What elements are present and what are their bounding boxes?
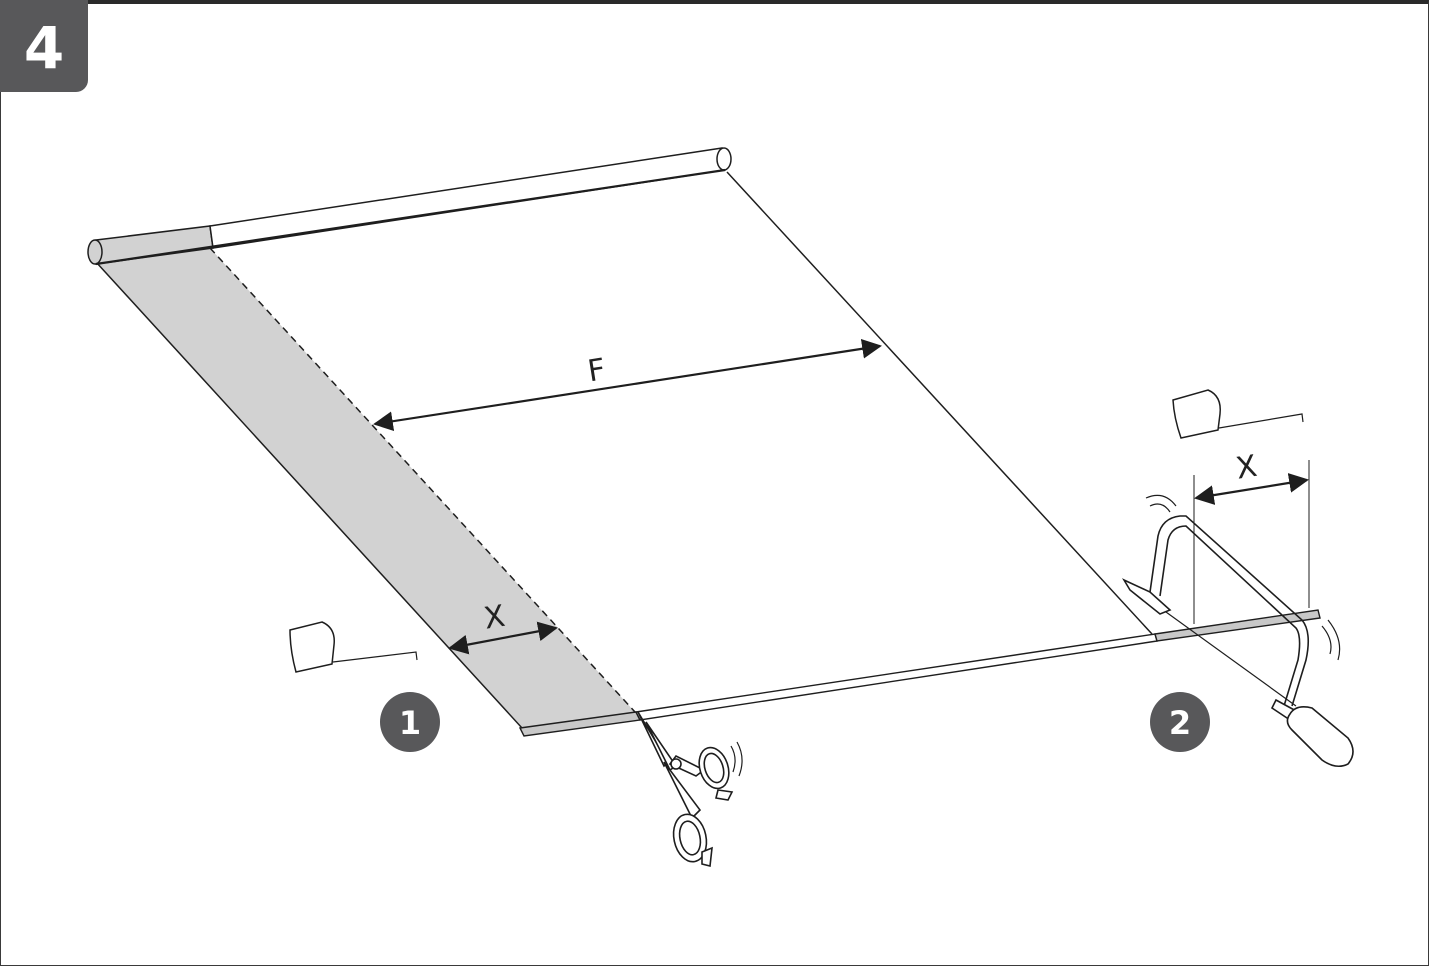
hacksaw-icon — [1121, 494, 1354, 768]
dimension-f: F — [373, 338, 882, 432]
dimension-x-right-label: X — [1234, 449, 1260, 487]
scissors-icon — [637, 711, 743, 867]
blind-fabric — [95, 171, 1153, 729]
dimension-f-arrow — [373, 338, 882, 432]
step-badge-2: 2 — [1150, 692, 1210, 752]
dimension-x-right: X — [1193, 449, 1310, 624]
step-number-tab: 4 — [0, 0, 88, 92]
dimension-x-left-arrow — [448, 621, 558, 655]
tape-measure-icon — [289, 621, 418, 673]
roller-tube — [87, 147, 732, 266]
svg-text:1: 1 — [399, 704, 421, 742]
tape-measure-icon — [1172, 389, 1304, 439]
trim-strip-shade — [96, 248, 635, 728]
step-badge-1: 1 — [380, 692, 440, 752]
svg-text:2: 2 — [1169, 704, 1191, 742]
dimension-f-label: F — [585, 352, 608, 389]
dimension-x-right-arrow — [1194, 473, 1309, 505]
